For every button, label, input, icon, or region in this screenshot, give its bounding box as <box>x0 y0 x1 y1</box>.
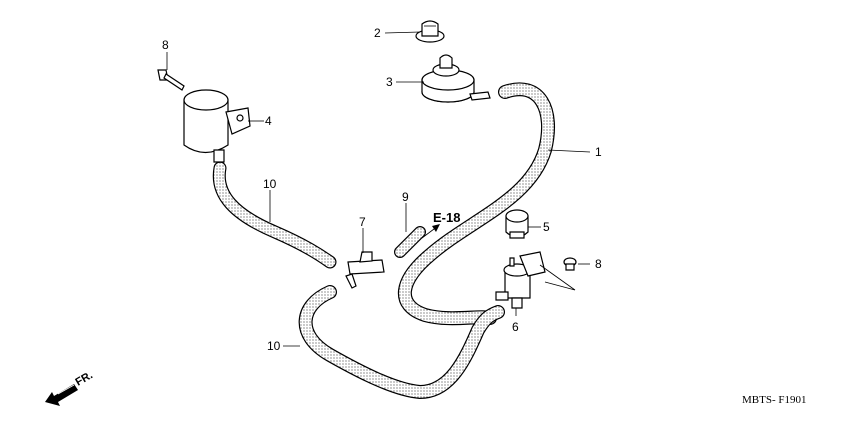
callout-6: 6 <box>512 320 519 334</box>
reference-arrow <box>421 224 440 239</box>
callout-4: 4 <box>265 114 272 128</box>
callout-1: 1 <box>595 145 602 159</box>
leader-lines <box>166 31 591 347</box>
callout-5: 5 <box>543 220 550 234</box>
callout-3: 3 <box>386 75 393 89</box>
callout-10-lower: 10 <box>267 339 281 353</box>
plug-part-5 <box>505 209 529 239</box>
valve-part-3 <box>421 54 491 103</box>
callout-8-lower: 8 <box>595 257 602 271</box>
hose-1 <box>398 82 556 326</box>
solenoid-part-6 <box>495 251 546 309</box>
callout-8-upper: 8 <box>162 38 169 52</box>
callout-7: 7 <box>359 215 366 229</box>
callout-10-upper: 10 <box>263 177 277 191</box>
cap-part-2 <box>415 20 445 43</box>
hose-10-upper <box>212 161 337 269</box>
callout-9: 9 <box>402 190 409 204</box>
canister-part-4 <box>183 89 251 163</box>
t-joint-part-7 <box>345 251 385 289</box>
front-direction-icon <box>45 384 78 406</box>
front-direction-label: FR. <box>74 369 95 388</box>
callout-2: 2 <box>374 26 381 40</box>
diagram-code: MBTS- F1901 <box>742 394 807 406</box>
hose-9 <box>394 226 426 258</box>
reference-label: E-18 <box>433 210 460 225</box>
bolt-part-8-upper <box>157 69 185 91</box>
hose-10-lower <box>298 285 505 400</box>
screw-part-8-lower <box>563 257 577 271</box>
